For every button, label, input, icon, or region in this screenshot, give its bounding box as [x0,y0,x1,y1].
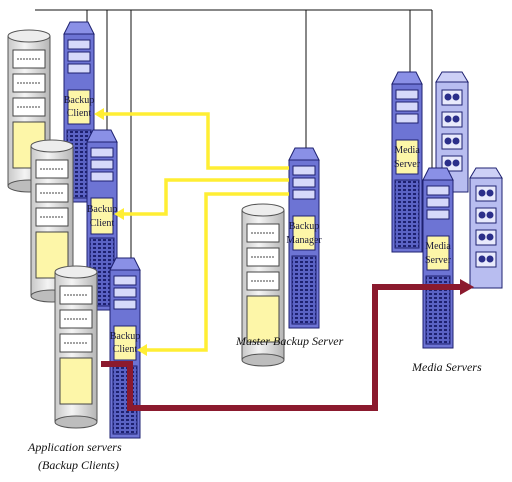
backup-client-1-label-line1: Backup [64,95,95,106]
master-backup-server-caption: Master Backup Server [235,334,344,348]
application-server-1: Backup Client [7,21,95,203]
network-backbone [35,9,433,268]
control-arrow-client-2 [123,178,289,216]
backup-client-2-label-line1: Backup [87,204,118,215]
backup-client-2-label-line2: Client [90,218,115,229]
backup-manager-label-line1: Backup [289,221,320,232]
control-flow-arrows [103,112,289,352]
media-server-1-label-line2: Server [394,159,421,170]
media-server-2-label-line1: Media [425,241,451,252]
application-servers-caption-line2: (Backup Clients) [38,458,119,472]
media-server-1-label-line1: Media [394,145,420,156]
backup-client-3-label-line2: Client [113,344,138,355]
application-servers-caption-line1: Application servers [27,440,122,454]
media-server-2: Media Server [422,167,503,349]
application-server-2: Backup Client [30,129,118,311]
data-flow-arrow [101,279,474,411]
backup-client-1-label-line2: Client [67,108,92,119]
application-server-3: Backup Client [54,257,141,439]
control-arrow-client-3 [146,192,289,352]
control-flow-arrowheads [94,108,147,356]
media-server-2-label-line2: Server [425,255,452,266]
backup-client-3-label-line1: Backup [110,331,141,342]
control-arrow-client-1 [103,112,289,170]
master-backup-server: Backup Manager [241,147,322,367]
media-server-1: Media Server [391,71,469,253]
media-servers-caption: Media Servers [411,360,482,374]
backup-manager-label-line2: Manager [286,235,322,246]
